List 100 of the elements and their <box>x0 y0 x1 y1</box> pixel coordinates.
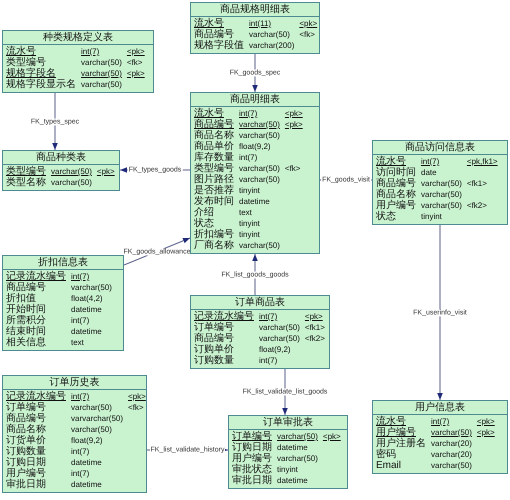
table-title: 折扣信息表 <box>3 256 123 270</box>
column-type: float(9,2) <box>259 344 292 355</box>
column-type: int(7) <box>421 156 440 167</box>
key-tag: <pk> <box>304 311 326 322</box>
column-name: 商品编号 <box>6 282 47 293</box>
key-tag: <pk> <box>284 119 316 130</box>
column-type: varchar(50) <box>81 57 122 68</box>
column-name: 商品编号 <box>376 178 416 189</box>
column-name: 状态 <box>376 211 397 222</box>
column-name: 订购数量 <box>194 355 235 366</box>
column-type: varchar(50) <box>249 29 291 40</box>
column-type: varchar(50) <box>51 177 92 188</box>
column-type: varchar(50) <box>239 240 280 251</box>
column-name: 流水号 <box>194 18 224 29</box>
table-box <box>190 295 330 369</box>
table-box <box>190 92 320 254</box>
key-tag: <fk1> <box>466 178 504 189</box>
table-title: 用户信息表 <box>373 401 507 415</box>
column-type: datetime <box>71 304 103 315</box>
column-type: varchar(20) <box>431 449 472 460</box>
column-type: tinyint <box>239 185 261 196</box>
column-type: int(7) <box>71 446 90 457</box>
column-type: int(7) <box>259 311 278 322</box>
key-tag: <fk1> <box>304 322 326 333</box>
column-type: text <box>71 337 85 348</box>
column-type: tinyint <box>421 211 443 222</box>
column-type: varchar(50) <box>421 189 462 200</box>
key-tag: <pk> <box>476 416 504 427</box>
column-name: 流水号 <box>376 156 407 167</box>
column-name: 用户编号 <box>376 200 416 211</box>
table-box <box>2 30 154 93</box>
column-name: 规格字段显示名 <box>6 79 76 90</box>
column-name: 类型编号 <box>194 163 234 174</box>
column-name: 结束时间 <box>6 326 47 337</box>
column-type: varchar(50) <box>239 174 280 185</box>
column-type: int(11) <box>249 18 272 29</box>
column-name: 审批状态 <box>232 464 272 475</box>
key-tag: <fk> <box>299 29 318 40</box>
table-box <box>372 140 508 225</box>
column-name: 流水号 <box>6 46 36 57</box>
column-name: 记录流水编号 <box>6 391 66 402</box>
column-type: varchar(50) <box>421 200 462 211</box>
column-type: varvarchar(50) <box>71 413 124 424</box>
key-tag: <fk> <box>126 57 150 68</box>
column-name: 类型编号 <box>6 166 46 177</box>
column-type: int(7) <box>71 315 90 326</box>
column-type: int(7) <box>239 152 258 163</box>
fk-arrow <box>252 254 258 296</box>
column-name: 用户编号 <box>6 468 47 479</box>
column-name: 商品编号 <box>6 413 47 424</box>
table-box <box>2 375 147 493</box>
key-tag: <pk> <box>126 46 150 57</box>
column-name: 审批日期 <box>6 479 47 490</box>
column-type: datetime <box>71 479 103 490</box>
column-name: 相关信息 <box>6 337 47 348</box>
column-name: 订购日期 <box>232 442 272 453</box>
table-title: 订单审批表 <box>229 416 347 430</box>
column-name: 访问时间 <box>376 167 416 178</box>
table-title: 商品规格明细表 <box>191 3 319 17</box>
column-type: int(7) <box>239 108 258 119</box>
table-title: 商品明细表 <box>191 93 319 107</box>
key-tag: <pk> <box>96 166 116 177</box>
column-type: varchar(50) <box>259 322 300 333</box>
column-type: float(9,2) <box>71 435 104 446</box>
column-type: varchar(50) <box>277 431 318 442</box>
table-box <box>2 150 120 191</box>
fk-arrow <box>437 224 443 400</box>
column-name: 类型名称 <box>6 177 46 188</box>
column-type: int(7) <box>81 46 100 57</box>
column-type: tinyint <box>277 464 299 475</box>
column-name: 发布时间 <box>194 196 234 207</box>
column-name: 商品名称 <box>376 189 416 200</box>
key-tag: <pk> <box>128 391 146 402</box>
column-name: 审批日期 <box>232 475 272 486</box>
column-name: 商品单价 <box>194 141 234 152</box>
column-name: 状态 <box>194 218 214 229</box>
column-type: datetime <box>71 457 103 468</box>
column-name: 订单编号 <box>232 431 272 442</box>
column-name: 图片路径 <box>194 174 234 185</box>
column-type: float(4,2) <box>71 293 104 304</box>
key-tag: <fk2> <box>466 200 504 211</box>
column-name: Email <box>376 460 402 471</box>
column-name: 商品编号 <box>194 119 234 130</box>
column-type: datetime <box>277 475 309 486</box>
column-name: 所需积分 <box>6 315 47 326</box>
key-tag: <pk,fk1> <box>466 156 504 167</box>
table-box <box>228 415 348 489</box>
column-name: 规格字段值 <box>194 40 244 51</box>
column-type: varchar(50) <box>431 427 472 438</box>
column-name: 厂商名称 <box>194 240 234 251</box>
column-name: 商品名称 <box>6 424 47 435</box>
table-title: 种类规格定义表 <box>3 31 153 45</box>
key-tag: <fk2> <box>304 333 326 344</box>
column-type: varchar(50) <box>81 68 122 79</box>
key-tag: <pk> <box>476 427 504 438</box>
table-title: 商品访问信息表 <box>373 141 507 155</box>
table-box <box>190 2 320 54</box>
column-name: 规格字段名 <box>6 68 57 79</box>
column-name: 记录流水编号 <box>6 271 66 282</box>
column-name: 流水号 <box>194 108 224 119</box>
